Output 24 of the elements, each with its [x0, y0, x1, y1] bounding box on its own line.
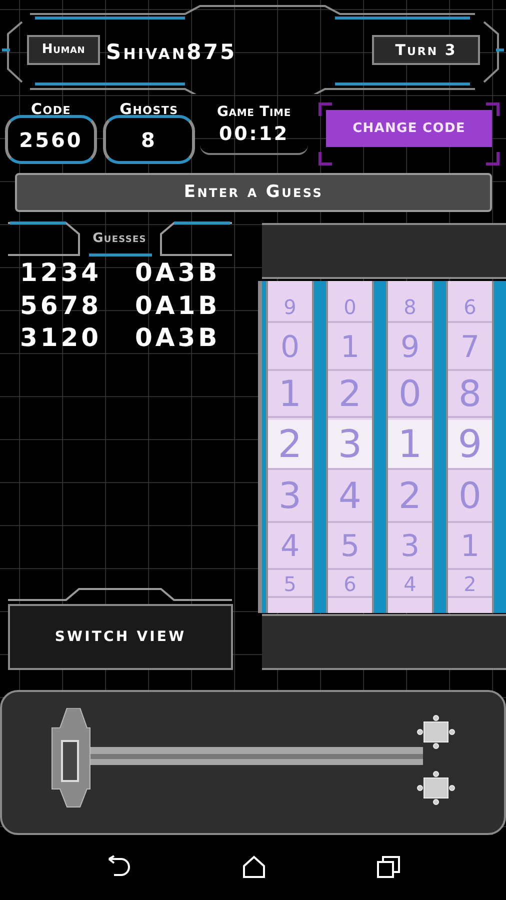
reel-digit: 2 — [268, 420, 312, 470]
change-code-button: CHANGE CODE — [326, 110, 492, 147]
guesses-heading: Guesses — [92, 230, 148, 248]
stat-heading: Code — [30, 99, 72, 120]
guess-result: 0A3B — [135, 258, 220, 288]
guess-result: 0A3B — [135, 323, 220, 353]
reel-digit: 1 — [388, 420, 432, 470]
timer-heading: Game Time — [216, 103, 292, 121]
stat-heading: Ghosts — [118, 99, 180, 120]
stat-value: 2560 — [19, 126, 83, 154]
guess-code: 1234 — [20, 258, 102, 288]
timer-frame — [200, 103, 308, 155]
player-name: Shivan875 — [106, 39, 237, 66]
timer-value: 00:12 — [218, 122, 290, 147]
guess-code: 5678 — [20, 291, 102, 321]
turn-indicator: Turn 3 — [372, 35, 480, 65]
reel-digit: 9 — [448, 420, 492, 470]
enter-guess-button: Enter a Guess — [15, 173, 492, 212]
reel-digit: 3 — [328, 420, 372, 470]
player-type-badge: Human — [27, 35, 100, 65]
guess-result: 0A1B — [135, 291, 220, 321]
switch-view-button: SWITCH VIEW — [8, 604, 233, 670]
stat-value: 8 — [141, 126, 157, 154]
guess-code: 3120 — [20, 323, 102, 353]
